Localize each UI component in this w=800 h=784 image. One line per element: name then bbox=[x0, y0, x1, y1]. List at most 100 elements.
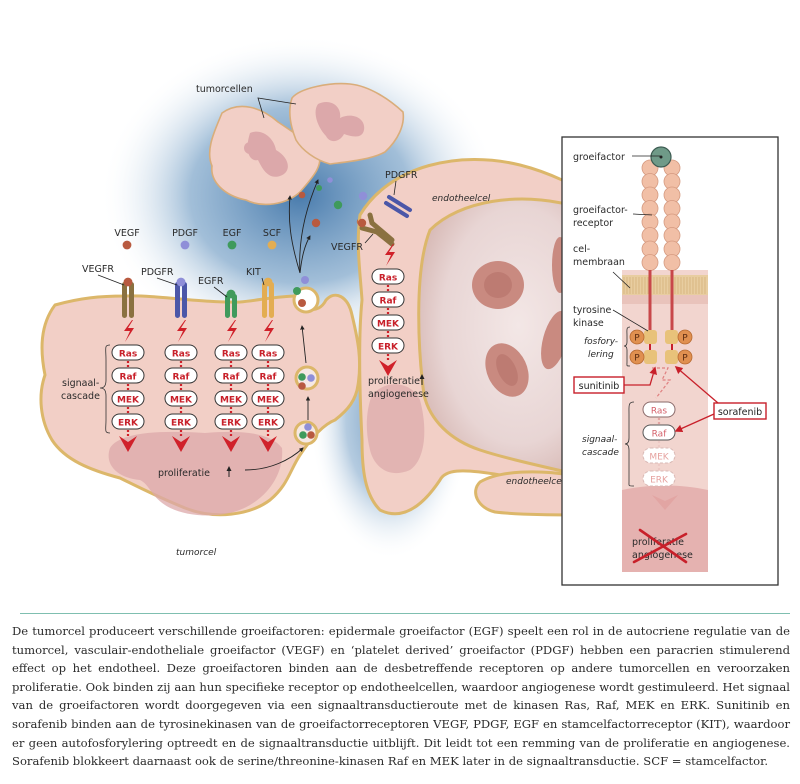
signal-bolt-icon bbox=[385, 244, 395, 266]
inset-label-fosfo-1: fosfory- bbox=[584, 337, 618, 347]
legend-vegf: VEGF bbox=[114, 228, 140, 250]
signaalcascade-label-1: signaal- bbox=[62, 378, 99, 389]
phosphate-label: P bbox=[682, 354, 688, 364]
legend-label: SCF bbox=[263, 228, 281, 239]
phosphate-icon bbox=[677, 329, 693, 345]
endo-pdgfr-leader bbox=[393, 180, 397, 196]
receptor-label: VEGFR bbox=[82, 264, 114, 275]
legend-label: VEGF bbox=[114, 228, 139, 239]
scf-dot bbox=[267, 240, 277, 250]
down-arrow-icon bbox=[259, 436, 277, 452]
label-endo-vegfr: VEGFR bbox=[331, 242, 363, 253]
receptor-vegfr: VEGFR bbox=[82, 264, 134, 318]
tumorcellen-leader bbox=[257, 97, 297, 119]
legend-scf: SCF bbox=[263, 228, 281, 250]
down-arrow-icon bbox=[172, 436, 190, 452]
legend-pdgf: PDGF bbox=[172, 228, 198, 250]
receptor-pdgfr: PDGFR bbox=[141, 267, 187, 318]
kinase-pill-mek bbox=[371, 314, 405, 331]
sorafenib-arrow-kinase bbox=[674, 365, 719, 404]
kinase-label: Raf bbox=[173, 373, 190, 383]
inset-label-tk-2: kinase bbox=[573, 318, 604, 329]
kinase-pill-erk bbox=[111, 413, 145, 430]
inset-label-membraan-2: membraan bbox=[573, 257, 625, 268]
label-endo-proliferatie: proliferatie bbox=[368, 376, 420, 387]
tumor-receptors: VEGFR PDGFR EGFR KIT bbox=[82, 264, 274, 318]
signaalcascade-label-2: cascade bbox=[61, 391, 100, 402]
kinase-label: Raf bbox=[223, 373, 240, 383]
label-endo-pdgfr: PDGFR bbox=[385, 170, 418, 181]
kinase-label: Ras bbox=[379, 274, 397, 284]
kinase-label: ERK bbox=[650, 476, 669, 486]
kinase-label: MEK bbox=[649, 453, 669, 463]
kinase-pill-ras bbox=[111, 344, 145, 361]
kinase-pill-raf bbox=[642, 424, 676, 441]
inset-label-cascade-2: cascade bbox=[582, 448, 619, 458]
kinase-pill-raf bbox=[214, 367, 248, 384]
kinase-label: ERK bbox=[221, 419, 242, 429]
distant-tumor-cell-left bbox=[208, 105, 321, 206]
receptor-kit: KIT bbox=[246, 267, 274, 318]
kinase-pill-raf bbox=[111, 367, 145, 384]
endo-vegfr-leader bbox=[364, 233, 374, 244]
phosphate-icon bbox=[629, 349, 645, 365]
endo-pdgfr-receptor bbox=[384, 195, 412, 218]
drug-label-sunitinib: sunitinib bbox=[579, 381, 620, 392]
kinase-label: ERK bbox=[378, 343, 399, 353]
inset-label-groeifactor: groeifactor bbox=[573, 152, 625, 163]
secretion-arrows bbox=[244, 179, 319, 471]
kinase-label: Ras bbox=[651, 407, 668, 417]
receptor-label: PDGFR bbox=[141, 267, 174, 278]
sorafenib-arrow-raf bbox=[674, 413, 715, 433]
kinase-label: MEK bbox=[117, 396, 140, 406]
label-tumorcellen: tumorcellen bbox=[196, 84, 253, 95]
kinase-label: Raf bbox=[120, 373, 137, 383]
kinase-pill-erk bbox=[371, 337, 405, 354]
kinase-pill-raf bbox=[371, 291, 405, 308]
kinase-pill-erk bbox=[251, 413, 285, 430]
phosphate-icon bbox=[677, 349, 693, 365]
vesicle-growth-factors bbox=[293, 276, 315, 439]
kinase-pill-erk bbox=[642, 470, 676, 487]
kinase-pill-mek bbox=[164, 390, 198, 407]
faded-arrowhead bbox=[652, 495, 678, 510]
inset-growth-factor-dot bbox=[659, 155, 663, 159]
inset-label-membraan-1: cel- bbox=[573, 244, 590, 255]
kinase-label: ERK bbox=[258, 419, 279, 429]
kinase-pill-mek bbox=[642, 447, 676, 464]
kinase-pill-ras bbox=[642, 401, 676, 418]
receptor-egfr: EGFR bbox=[198, 276, 237, 318]
phosphate-label: P bbox=[634, 334, 640, 344]
drug-label-sorafenib: sorafenib bbox=[718, 407, 762, 418]
inset-receptor bbox=[641, 159, 681, 271]
tk-leader bbox=[612, 309, 649, 332]
kinase-pill-erk bbox=[214, 413, 248, 430]
kinase-pill-mek bbox=[111, 390, 145, 407]
blocked-x-icon bbox=[632, 528, 688, 564]
kinase-label: Ras bbox=[172, 350, 190, 360]
figure-caption: De tumorcel produceert verschillende gro… bbox=[12, 624, 790, 769]
kinase-pill-raf bbox=[164, 367, 198, 384]
pdgf-dot bbox=[180, 240, 190, 250]
phosphate-label: P bbox=[682, 334, 688, 344]
down-arrow-icon bbox=[222, 436, 240, 452]
label-endotheelcel-bottom: endotheelcel bbox=[506, 477, 565, 487]
receptor-leader bbox=[632, 213, 653, 216]
down-arrow-icon bbox=[379, 360, 397, 376]
kinase-label: Ras bbox=[119, 350, 137, 360]
legend-label: PDGF bbox=[172, 228, 198, 239]
receptor-label: KIT bbox=[246, 267, 261, 278]
kinase-label: MEK bbox=[257, 396, 280, 406]
kinase-pill-ras bbox=[214, 344, 248, 361]
signal-bolt-icon bbox=[177, 320, 187, 342]
inset-panel bbox=[561, 136, 779, 586]
membraan-leader bbox=[612, 271, 631, 289]
kinase-pill-mek bbox=[251, 390, 285, 407]
receptor-bead bbox=[641, 254, 659, 271]
